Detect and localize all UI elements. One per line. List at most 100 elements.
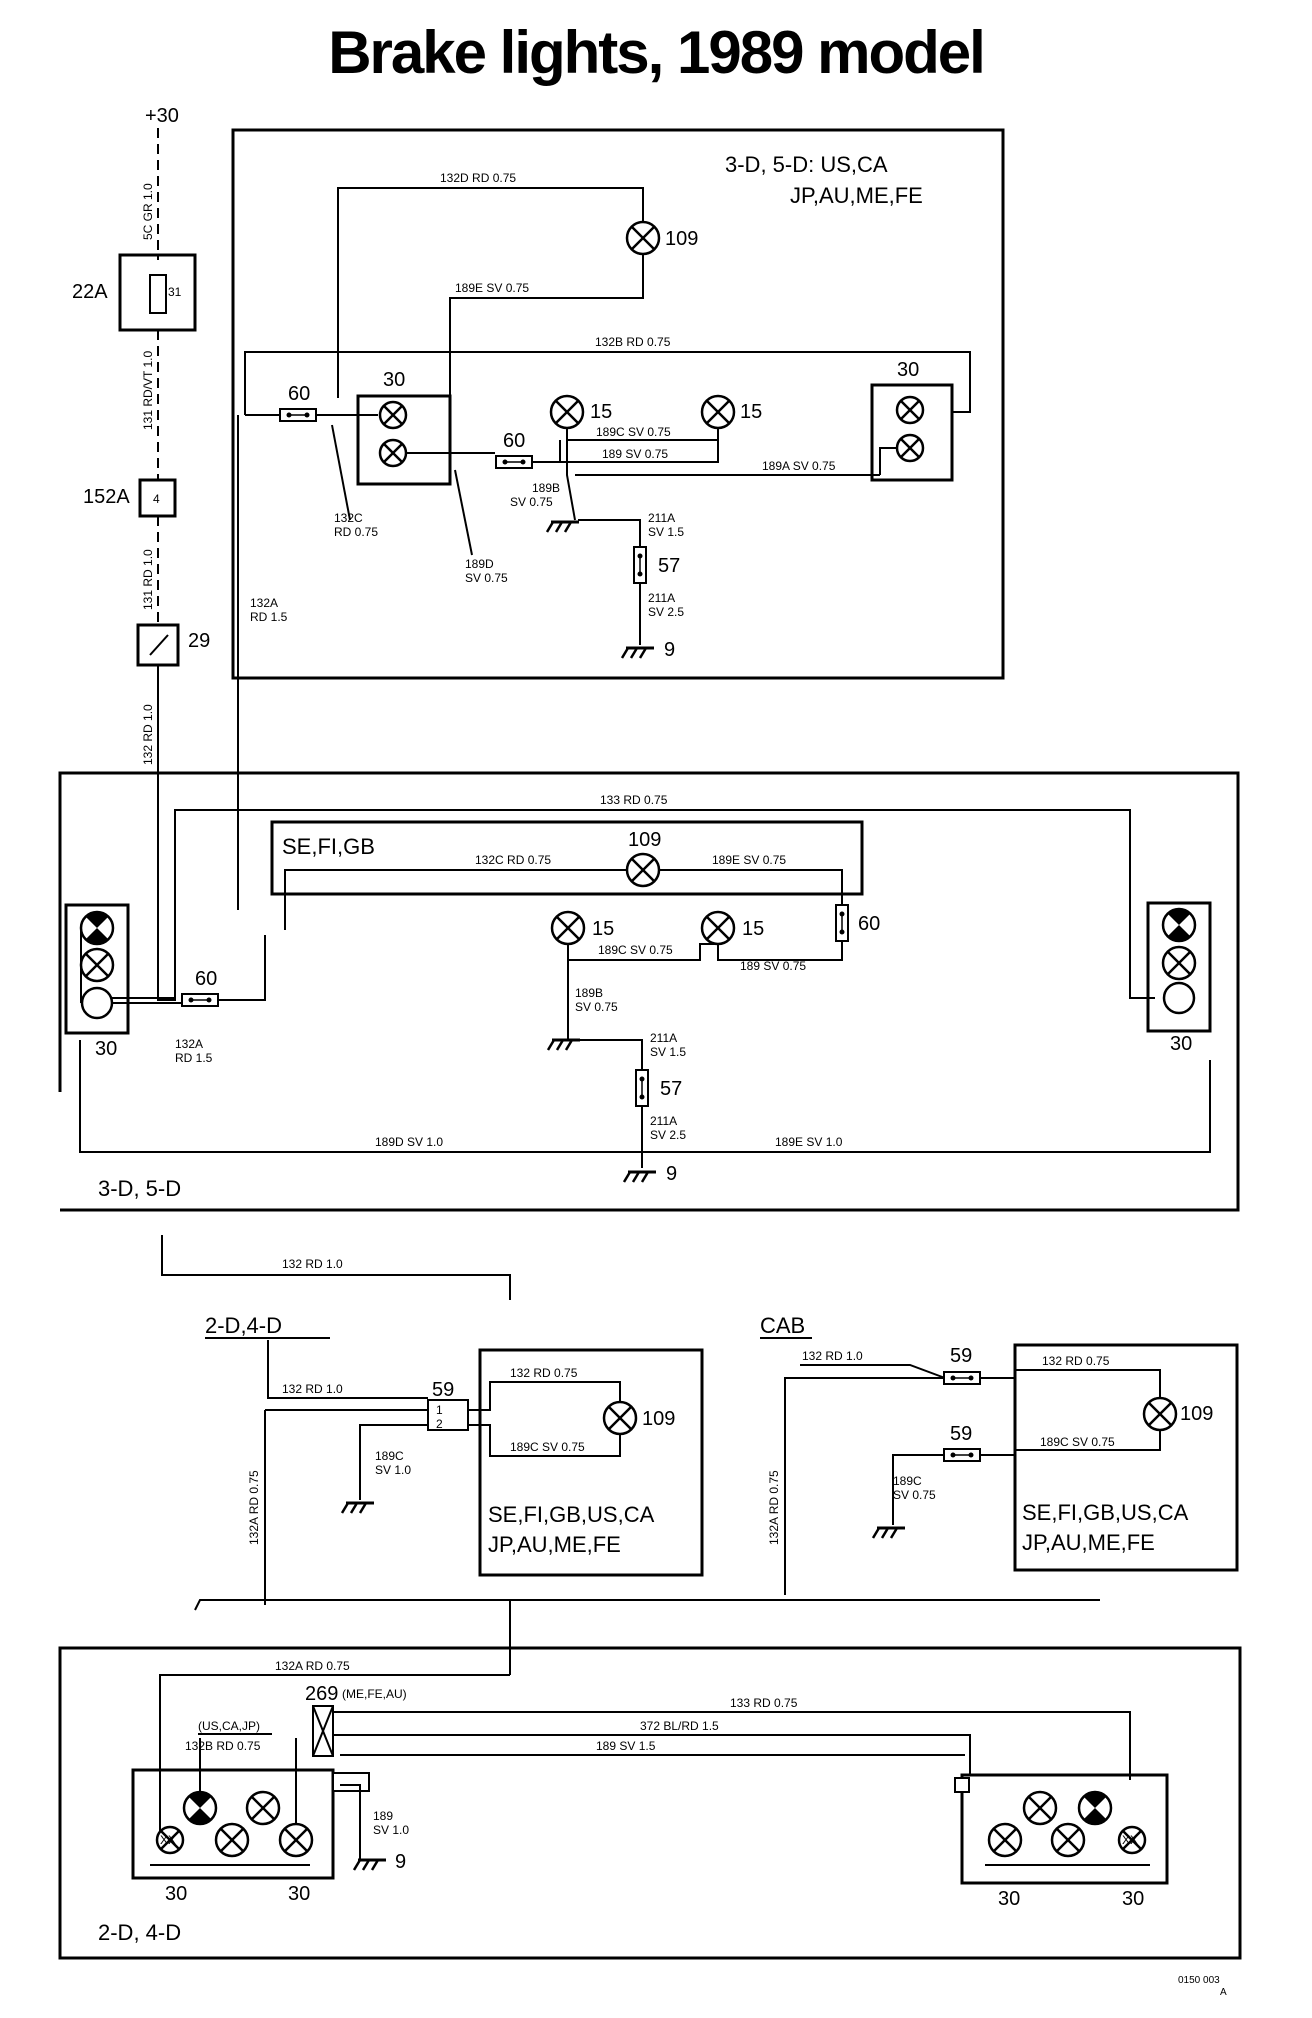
wire-189b-label2: SV 0.75 <box>510 495 553 509</box>
doc-number: 0150 003 <box>1178 1975 1220 1986</box>
lamp-unit-right <box>870 383 954 482</box>
wire-211a-label3: 211A <box>648 591 675 605</box>
cab-lamp-109-label: 109 <box>1180 1403 1213 1425</box>
ground-9-icon <box>622 1170 658 1184</box>
ground-9-label: 9 <box>664 639 675 661</box>
lamp-xx-icon <box>1162 981 1196 1015</box>
wire-189a-label: 189A SV 0.75 <box>762 459 836 473</box>
lamp-unit-left <box>356 394 452 486</box>
fuse-icon <box>149 274 167 314</box>
connector-block <box>332 1772 370 1792</box>
connector-60b-label: 60 <box>503 430 525 452</box>
connector-60-icon <box>835 904 849 942</box>
connector-152a-pin: 4 <box>153 492 160 506</box>
wire-132-075-label: 132 RD 0.75 <box>510 1366 578 1380</box>
wire-189d-label: 189D SV 1.0 <box>375 1135 443 1149</box>
connector-57-label: 57 <box>660 1078 682 1100</box>
wire-132c-label2: RD 0.75 <box>334 525 378 539</box>
connector-59-icon <box>427 1399 469 1431</box>
wire-133-label: 133 RD 0.75 <box>600 793 668 807</box>
section-2d-4d: 132A RD 0.75 269 (ME,FE,AU) 133 RD 0.75 … <box>58 1600 1242 1960</box>
wire-211a-label1: 211A <box>650 1031 677 1045</box>
page-title: Brake lights, 1989 model <box>328 19 986 86</box>
doc-revision: A <box>1220 1987 1227 1998</box>
lamp-unit-left <box>131 1768 335 1880</box>
ground-9-label: 9 <box>395 1851 406 1873</box>
connector-pin <box>954 1777 970 1793</box>
section-3d-5d: 3-D, 5-D 133 RD 0.75 SE,FI,GB 132C RD 0.… <box>58 771 1240 1212</box>
wire-132a-label: 132A RD 0.75 <box>275 1659 350 1673</box>
supply-feed: +30 5C GR 1.0 31 22A 131 RD/VT 1.0 4 152… <box>72 105 210 985</box>
wire-132-l-label: 132 RD 1.0 <box>282 1382 343 1396</box>
wire-211a-label4: SV 2.5 <box>648 605 684 619</box>
ground-9-icon <box>620 646 656 660</box>
lamp-109-label: 109 <box>628 829 661 851</box>
lamp-icon <box>1050 1822 1086 1858</box>
wire-132a-v-label: 132A RD 0.75 <box>247 1470 261 1545</box>
section-box <box>58 1646 1242 1960</box>
markets-us-label: (US,CA,JP) <box>198 1719 260 1733</box>
inner-box-label: SE,FI,GB <box>282 834 375 859</box>
wire-372-label: 372 BL/RD 1.5 <box>640 1719 719 1733</box>
lamp-icon <box>1022 1790 1058 1826</box>
wire-189-v-label1: 189 <box>373 1809 393 1823</box>
cab-markets-line1: SE,FI,GB,US,CA <box>1022 1500 1189 1525</box>
lamp-15a-icon <box>549 394 585 430</box>
ground-icon <box>340 1501 376 1515</box>
inner-box <box>478 1348 704 1577</box>
connector-269-markets: (ME,FE,AU) <box>342 1687 407 1701</box>
wire-211a-label4: SV 2.5 <box>650 1128 686 1142</box>
lamp-15b-icon <box>700 394 736 430</box>
pin-30-4-label: 30 <box>1122 1888 1144 1910</box>
connector-59-label: 59 <box>432 1379 454 1401</box>
lamp-icon <box>278 1822 314 1858</box>
cab-markets-line2: JP,AU,ME,FE <box>1022 1530 1155 1555</box>
connector-57-label: 57 <box>658 555 680 577</box>
lamp-icon <box>378 400 408 430</box>
wire-211a-label2: SV 1.5 <box>648 525 684 539</box>
supply-label: +30 <box>145 105 179 127</box>
section-cab-label: CAB <box>760 1313 805 1338</box>
section-box <box>231 128 1005 680</box>
lamp-icon <box>245 1790 281 1826</box>
wire-189c-v-label1: 189C <box>375 1449 404 1463</box>
wire-132b-label: 132B RD 0.75 <box>595 335 671 349</box>
pin-30-label: 30 <box>383 369 405 391</box>
wire-189b-label1: 189B <box>575 986 603 1000</box>
section-mid: 132 RD 1.0 2-D,4-D CAB 132 RD 1.0 1 2 59… <box>161 1235 1239 1611</box>
section-2d4d-label: 2-D,4-D <box>205 1313 282 1338</box>
section-label: 3-D, 5-D <box>98 1176 181 1201</box>
wire-133-label: 133 RD 0.75 <box>730 1696 798 1710</box>
lamp-15a-label: 15 <box>592 918 614 940</box>
wire-132c-label: 132C RD 0.75 <box>475 853 551 867</box>
lamp-109-icon <box>602 1400 638 1436</box>
wire-132a-label2: RD 1.5 <box>175 1051 213 1065</box>
cab-wire-132-075-label: 132 RD 0.75 <box>1042 1354 1110 1368</box>
wire-189-label: 189 SV 0.75 <box>602 447 668 461</box>
wire-189-label: 189 SV 0.75 <box>740 959 806 973</box>
connector-60b-label: 60 <box>195 968 217 990</box>
lamp-109-label: 109 <box>642 1408 675 1430</box>
pin-30-left-label: 30 <box>95 1038 117 1060</box>
wire-211a-label3: 211A <box>650 1114 677 1128</box>
lamp-15a-label: 15 <box>590 401 612 423</box>
lamp-15b-label: 15 <box>742 918 764 940</box>
lamp-15b-icon <box>700 910 736 946</box>
lamp-unit-left <box>64 903 130 1035</box>
cab-wire-189c-v-label2: SV 0.75 <box>893 1488 936 1502</box>
connector-59-pin2: 2 <box>436 1417 443 1431</box>
connector-60-icon <box>279 408 317 422</box>
connector-152a-ref: 152A <box>83 486 130 508</box>
wire-5c-label: 5C GR 1.0 <box>141 183 155 240</box>
ground-icon <box>545 520 581 534</box>
xx-label: XX <box>160 1833 176 1847</box>
wire-211a-label1: 211A <box>648 511 675 525</box>
wire-132-label: 132 RD 1.0 <box>141 704 155 765</box>
fuse-ref-label: 22A <box>72 281 108 303</box>
pin-30-3-label: 30 <box>998 1888 1020 1910</box>
wire-189e-label: 189E SV 0.75 <box>455 281 529 295</box>
wire-132c-label1: 132C <box>334 511 363 525</box>
cab-inner-box <box>1013 1343 1239 1572</box>
lamp-dark-icon <box>182 1790 218 1826</box>
